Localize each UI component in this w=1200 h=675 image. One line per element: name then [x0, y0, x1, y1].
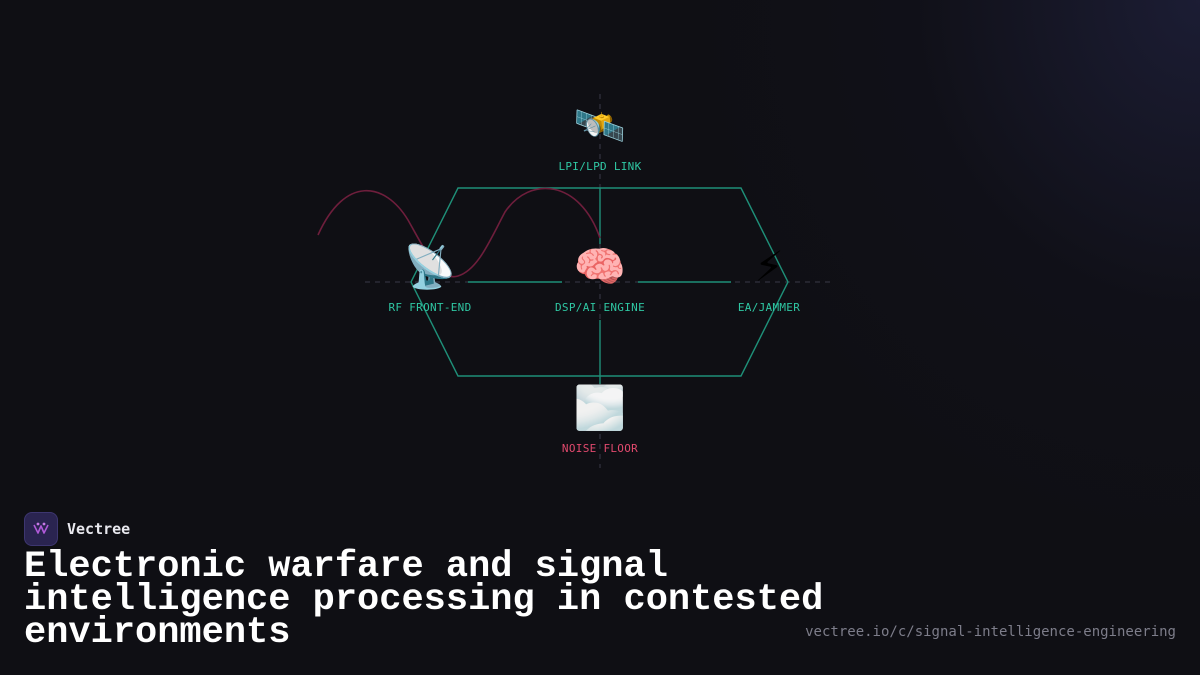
- page-url[interactable]: vectree.io/c/signal-intelligence-enginee…: [805, 624, 1176, 640]
- brain-icon: 🧠: [573, 242, 627, 291]
- node-label: LPI/LPD LINK: [558, 160, 642, 173]
- node-label: RF FRONT-END: [388, 301, 472, 314]
- lightning-bolt-icon: ⚡: [754, 242, 784, 291]
- node-satellite: 🛰️ LPI/LPD LINK: [520, 100, 680, 173]
- node-cloud: 🌫️ NOISE FLOOR: [520, 382, 680, 455]
- node-label: DSP/AI ENGINE: [555, 301, 645, 314]
- brand[interactable]: Vectree: [24, 512, 130, 546]
- page-title: Electronic warfare and signal intelligen…: [24, 546, 824, 654]
- satellite-antenna-icon: 📡: [403, 242, 457, 291]
- node-brain: 🧠 DSP/AI ENGINE: [520, 241, 680, 314]
- signal-wave: [317, 187, 601, 278]
- satellite-icon: 🛰️: [573, 101, 627, 150]
- node-label: NOISE FLOOR: [561, 442, 639, 455]
- brand-name: Vectree: [67, 520, 131, 538]
- node-bolt: ⚡ EA/JAMMER: [689, 241, 849, 314]
- hexagon-outline: [410, 187, 789, 377]
- node-label: EA/JAMMER: [737, 301, 801, 314]
- cloud-icon: 🌫️: [573, 383, 627, 432]
- vectree-logo-icon: [24, 512, 58, 546]
- node-antenna: 📡 RF FRONT-END: [350, 241, 510, 314]
